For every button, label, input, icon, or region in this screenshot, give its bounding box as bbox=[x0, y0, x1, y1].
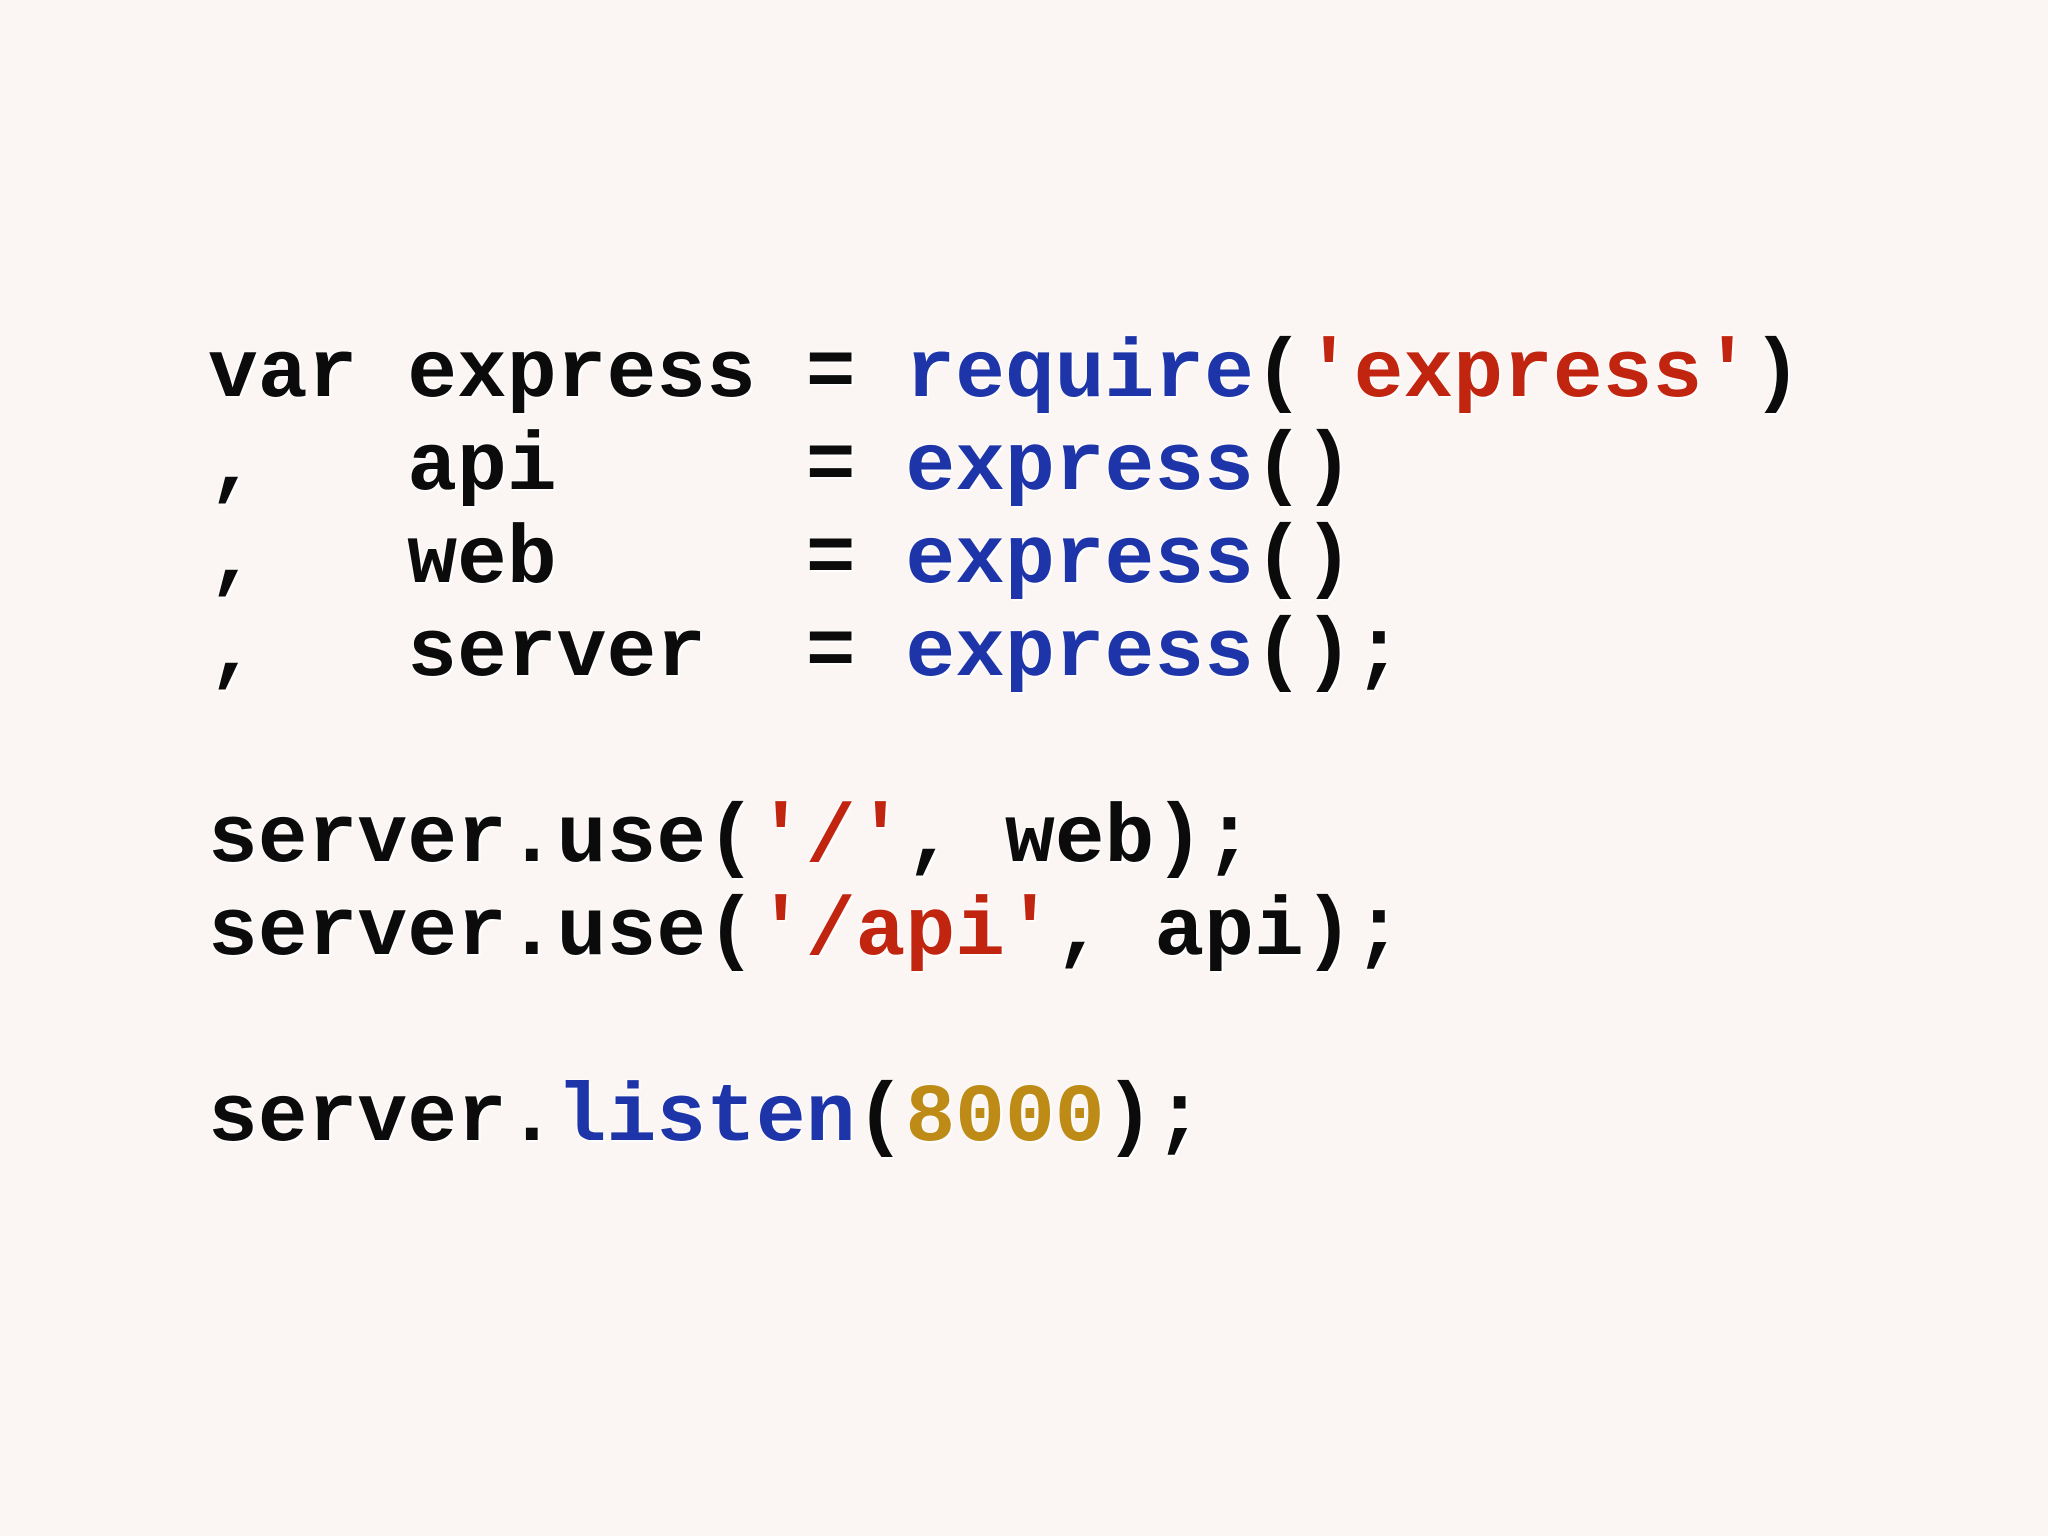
code-line: , server = express(); bbox=[208, 607, 1802, 700]
code-line: , web = express() bbox=[208, 514, 1802, 607]
code-token-plain: var express = bbox=[208, 327, 906, 421]
code-token-plain: ( bbox=[1254, 327, 1304, 421]
code-token-plain: ) bbox=[1752, 327, 1802, 421]
code-token-plain: server. bbox=[208, 1071, 557, 1165]
code-token-str: 'express' bbox=[1303, 327, 1753, 421]
code-token-plain: ( bbox=[855, 1071, 906, 1165]
code-token-fn: express bbox=[905, 420, 1254, 514]
code-line: server.use('/api', api); bbox=[208, 886, 1802, 979]
code-token-str: '/api' bbox=[755, 885, 1055, 979]
code-block: var express = require('express'), api = … bbox=[208, 328, 1802, 1165]
code-token-plain: () bbox=[1254, 513, 1354, 607]
code-token-fn: require bbox=[905, 327, 1254, 421]
code-token-fn: listen bbox=[556, 1071, 856, 1165]
code-token-str: '/' bbox=[755, 792, 906, 886]
code-line: server.use('/', web); bbox=[208, 793, 1802, 886]
code-line: server.listen(8000); bbox=[208, 1072, 1802, 1165]
code-token-plain: , server = bbox=[208, 606, 906, 700]
code-line: var express = require('express') bbox=[208, 328, 1802, 421]
code-token-plain: server.use( bbox=[208, 792, 756, 886]
code-token-fn: express bbox=[905, 606, 1254, 700]
code-token-plain: , web = bbox=[208, 513, 906, 607]
code-token-plain: server.use( bbox=[208, 885, 756, 979]
code-line: , api = express() bbox=[208, 421, 1802, 514]
code-token-num: 8000 bbox=[905, 1071, 1105, 1165]
code-line bbox=[208, 979, 1802, 1072]
code-token-plain: (); bbox=[1254, 606, 1404, 700]
code-token-plain: , web); bbox=[905, 792, 1254, 886]
code-token-plain: () bbox=[1254, 420, 1354, 514]
code-token-plain: ); bbox=[1104, 1071, 1205, 1165]
code-token-plain: , api); bbox=[1054, 885, 1404, 979]
code-line bbox=[208, 700, 1802, 793]
code-token-fn: express bbox=[905, 513, 1254, 607]
code-token-plain: , api = bbox=[208, 420, 906, 514]
